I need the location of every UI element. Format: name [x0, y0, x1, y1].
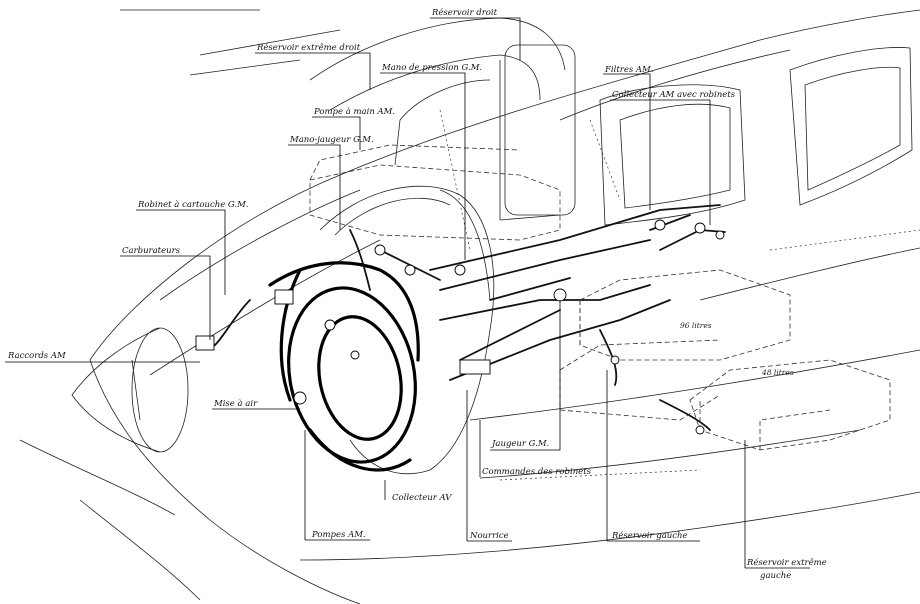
- label-mise-a-air: Mise à air: [213, 398, 258, 409]
- tank-48: [689, 359, 891, 451]
- label-mano-jaugeur: Mano-jaugeur G.M.: [289, 135, 374, 145]
- spinner: [71, 327, 189, 453]
- label-commandes-robinets: Commandes des robinets: [482, 467, 592, 477]
- label-carburateurs: Carburateurs: [122, 246, 181, 256]
- label-reservoir-extreme-droit: Réservoir extrême droit: [256, 42, 361, 53]
- construction-lines: [439, 109, 920, 481]
- label-filtres-am: Filtres AM.: [604, 65, 653, 75]
- label-robinet-cartouche: Robinet à cartouche G.M.: [137, 199, 249, 210]
- label-jaugeur-gm: Jaugeur G.M.: [490, 439, 549, 449]
- label-collecteur-av: Collecteur AV: [392, 493, 452, 503]
- label-reservoir-extreme-gauche-2: gauche: [760, 571, 791, 581]
- leader-lines: [5, 17, 810, 569]
- label-raccords-am: Raccords AM: [7, 351, 66, 361]
- label-reservoir-extreme-gauche-1: Réservoir extrême: [746, 557, 827, 568]
- tank-right-seat: [309, 164, 561, 241]
- label-nourrice: Nourrice: [469, 531, 509, 541]
- labels: Réservoir droit Réservoir extrême droit …: [7, 7, 827, 581]
- nourrice-box: [459, 359, 491, 375]
- label-pompe-main: Pompe à main AM.: [313, 106, 395, 117]
- label-pompes-am: Pompes AM.: [311, 530, 366, 540]
- cartridge-valve: [274, 289, 294, 305]
- engine-fuel-lines: [207, 229, 441, 472]
- feed-lines: [429, 204, 726, 431]
- label-reservoir-gauche: Réservoir gauche: [611, 530, 688, 541]
- tanks: [309, 144, 891, 451]
- label-tank-48: 48 litres: [761, 368, 794, 377]
- carburetor: [195, 335, 215, 351]
- label-mano-pression: Mano de pression G.M.: [381, 63, 482, 73]
- label-tank-96: 96 litres: [680, 321, 712, 330]
- tank-96: [579, 269, 791, 361]
- component-nodes: [195, 219, 725, 435]
- label-collecteur-am-robinets: Collecteur AM avec robinets: [612, 90, 736, 100]
- label-reservoir-droit: Réservoir droit: [431, 7, 498, 18]
- canopy-frames: [120, 9, 913, 226]
- air-vent: [293, 391, 307, 405]
- firewall-ring: [319, 185, 495, 475]
- fuselage-outline: [19, 9, 920, 604]
